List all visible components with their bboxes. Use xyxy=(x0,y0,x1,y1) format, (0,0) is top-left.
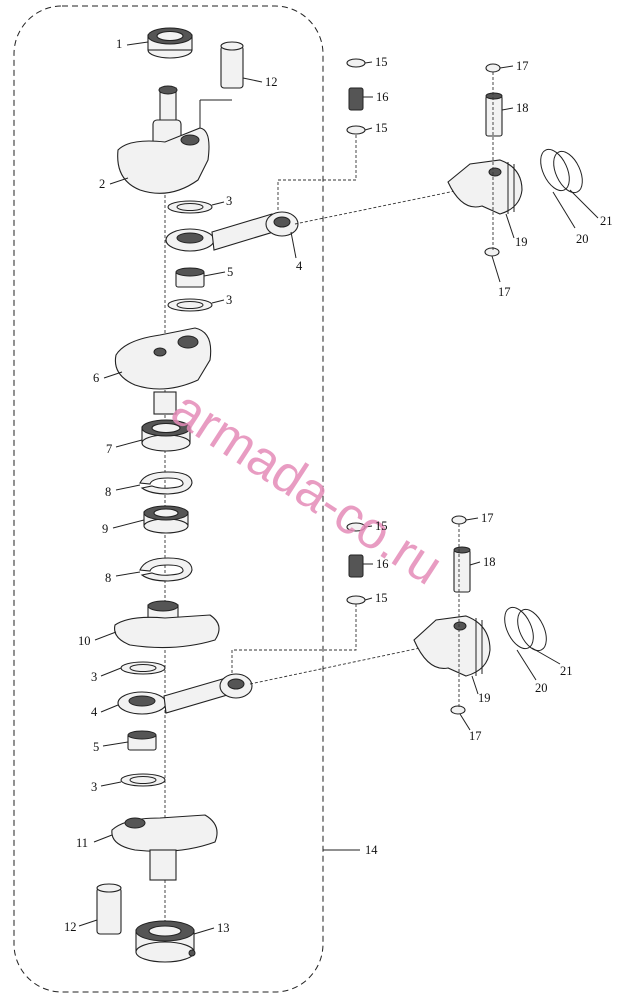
piston-pin-18b xyxy=(453,546,471,593)
main-bearing-9 xyxy=(143,505,189,534)
part-label-18b: 18 xyxy=(483,555,496,569)
part-label-11: 11 xyxy=(76,836,88,850)
part-label-2: 2 xyxy=(99,177,105,191)
crank-pin-hole-2 xyxy=(180,134,200,146)
crank-web-11 xyxy=(111,814,218,881)
part-label-19a: 19 xyxy=(515,235,528,249)
bearing-top xyxy=(147,27,193,59)
part-label-17a: 17 xyxy=(516,59,529,73)
spline-shaft xyxy=(153,391,177,415)
part-label-15d: 15 xyxy=(375,591,388,605)
piston-clip-17d xyxy=(450,705,466,715)
part-label-4a: 4 xyxy=(296,259,303,273)
part-label-12a: 12 xyxy=(265,75,278,89)
thrust-washer-3d xyxy=(120,773,166,787)
part-label-3d: 3 xyxy=(91,780,97,794)
part-label-6: 6 xyxy=(93,371,99,385)
assembly-boundary xyxy=(13,5,324,993)
part-label-21a: 21 xyxy=(600,214,613,228)
part-label-17d: 17 xyxy=(469,729,482,743)
part-label-19b: 19 xyxy=(478,691,491,705)
thrust-washer-3c xyxy=(120,661,166,675)
part-label-3c: 3 xyxy=(91,670,97,684)
part-label-12b: 12 xyxy=(64,920,77,934)
leader-rod-lower xyxy=(231,604,357,674)
circlip-8a xyxy=(139,471,193,495)
part-labels: 1 2 3 3 3 3 4 4 5 5 6 7 8 8 9 10 11 12 1… xyxy=(64,37,613,935)
piston-rings-upper xyxy=(540,148,583,194)
connecting-rod-lower xyxy=(117,673,253,715)
part-label-1: 1 xyxy=(116,37,122,51)
part-label-5a: 5 xyxy=(227,265,233,279)
part-label-16a: 16 xyxy=(376,90,389,104)
bearing-bottom xyxy=(135,920,196,963)
piston-clip-17b xyxy=(484,247,500,257)
part-label-3b: 3 xyxy=(226,293,232,307)
part-label-7: 7 xyxy=(106,442,112,456)
leader-rod-upper xyxy=(277,135,357,212)
rod-piston-axis-lower xyxy=(249,647,421,685)
part-label-14: 14 xyxy=(365,843,378,857)
thrust-washer-3a xyxy=(167,200,213,214)
piston-clip-17a xyxy=(485,63,501,73)
watermark-text: armada-co.ru xyxy=(161,379,452,596)
piston-rings-lower xyxy=(504,606,547,652)
main-bearing-7 xyxy=(141,419,191,452)
dowel-pin-bottom xyxy=(96,883,122,935)
small-end-bearing-upper xyxy=(346,58,366,135)
callout-leaders xyxy=(78,41,599,935)
part-label-13: 13 xyxy=(217,921,230,935)
piston-19b xyxy=(413,615,491,677)
piston-clip-17c xyxy=(451,515,467,525)
piston-pin-18a xyxy=(485,92,503,137)
part-label-15a: 15 xyxy=(375,55,388,69)
thrust-washer-3b xyxy=(167,298,213,312)
part-label-8a: 8 xyxy=(105,485,111,499)
part-label-9: 9 xyxy=(102,522,108,536)
connecting-rod-upper xyxy=(165,211,299,252)
part-label-10: 10 xyxy=(78,634,91,648)
crank-web-10 xyxy=(114,600,220,649)
part-label-20a: 20 xyxy=(576,232,589,246)
part-label-4b: 4 xyxy=(91,705,98,719)
part-label-5b: 5 xyxy=(93,740,99,754)
part-label-20b: 20 xyxy=(535,681,548,695)
needle-bearing-5a xyxy=(175,267,205,288)
part-label-21b: 21 xyxy=(560,664,573,678)
dowel-pin-top xyxy=(220,41,244,89)
rod-piston-axis-upper xyxy=(294,189,461,225)
circlip-8b xyxy=(139,557,193,582)
part-label-17b: 17 xyxy=(498,285,511,299)
part-label-8b: 8 xyxy=(105,571,111,585)
crank-web-6 xyxy=(114,327,212,390)
part-label-16b: 16 xyxy=(376,557,389,571)
part-label-18a: 18 xyxy=(516,101,529,115)
part-label-15c: 15 xyxy=(375,519,388,533)
piston-19a xyxy=(447,159,523,215)
part-label-15b: 15 xyxy=(375,121,388,135)
needle-bearing-5b xyxy=(127,730,157,751)
part-label-3a: 3 xyxy=(226,194,232,208)
part-label-17c: 17 xyxy=(481,511,494,525)
